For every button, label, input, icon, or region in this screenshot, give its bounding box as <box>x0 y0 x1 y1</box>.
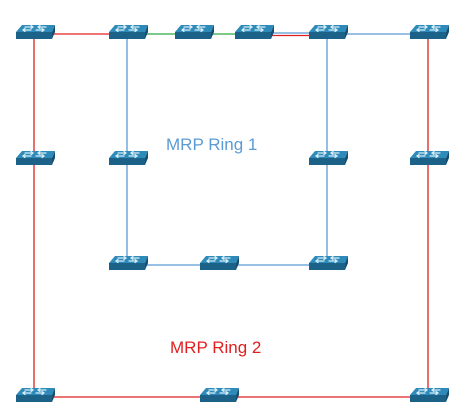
network-switch-icon <box>108 150 149 166</box>
network-switch-icon <box>15 387 56 403</box>
network-switch-icon <box>308 150 349 166</box>
ring-1-label: MRP Ring 1 <box>166 135 258 154</box>
network-switch-icon <box>108 255 149 271</box>
network-switch-icon <box>409 24 450 40</box>
ring-2-label: MRP Ring 2 <box>170 338 262 357</box>
network-switch-icon <box>308 255 349 271</box>
network-switch-icon <box>308 24 349 40</box>
network-switch-icon <box>15 150 56 166</box>
network-switch-icon <box>174 24 215 40</box>
network-switch-icon <box>15 24 56 40</box>
network-switch-icon <box>409 387 450 403</box>
network-switch-icon <box>409 150 450 166</box>
network-switch-icon <box>234 24 275 40</box>
network-switch-icon <box>199 255 240 271</box>
network-switch-icon <box>199 387 240 403</box>
network-switch-icon <box>108 24 149 40</box>
